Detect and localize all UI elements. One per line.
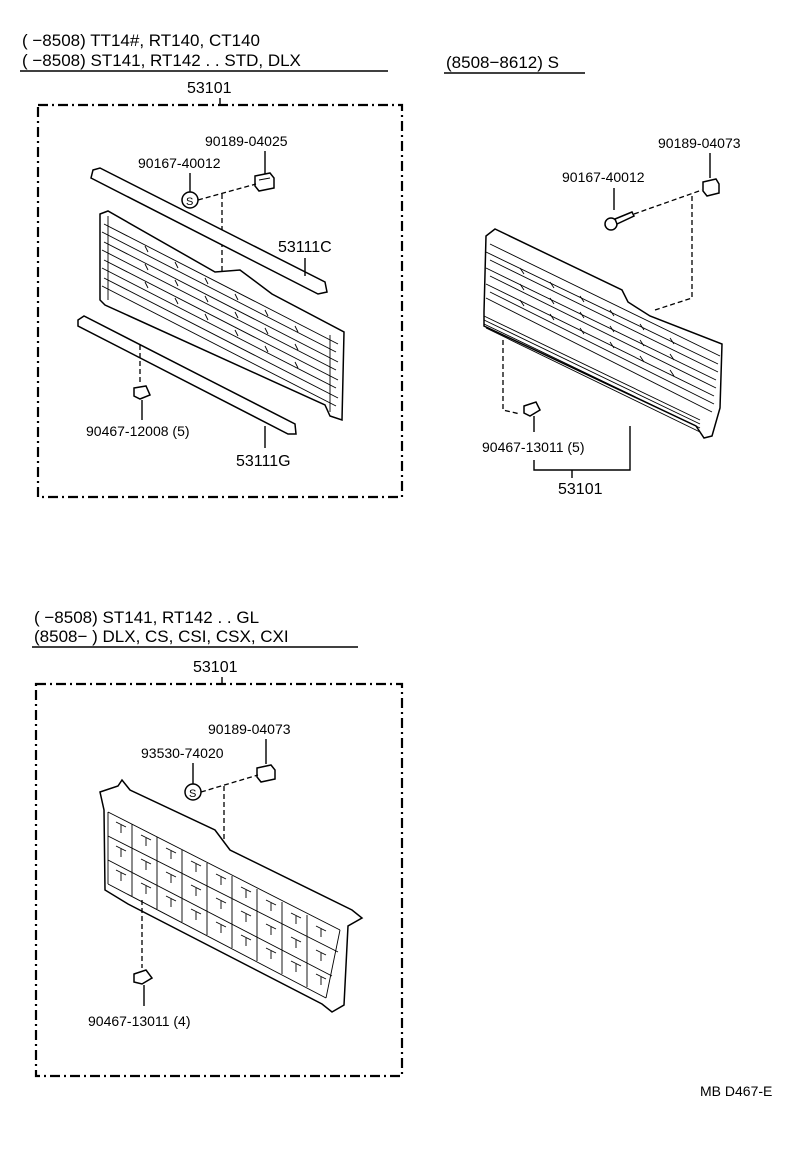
tr-nut-label: 90467-13011 (5) xyxy=(482,439,584,455)
tl-assembly-box xyxy=(36,103,404,499)
bottom-header-line-2: (8508− ) DLX, CS, CSI, CSX, CXI xyxy=(34,627,289,646)
b-nut-label: 90467-13011 (4) xyxy=(88,1013,190,1029)
tl-nut-icon xyxy=(133,385,152,400)
tl-screw-mark: S xyxy=(186,196,193,208)
header-line-1: ( −8508) TT14#, RT140, CT140 xyxy=(22,31,260,50)
tl-grille-studs xyxy=(144,245,299,369)
header-right: (8508−8612) S xyxy=(446,53,559,72)
b-clip-label: 90189-04073 xyxy=(208,721,291,737)
tr-clip-axis xyxy=(654,196,693,311)
tl-nut-label: 90467-12008 (5) xyxy=(86,423,190,439)
tl-screw-icon: S xyxy=(181,191,199,209)
bottom-header: ( −8508) ST141, RT142 . . GL (8508− ) DL… xyxy=(32,608,358,648)
tl-clip-icon xyxy=(254,172,275,192)
tr-screw-to-clip xyxy=(633,189,703,215)
tr-assembly-bracket xyxy=(533,426,631,471)
tl-upper-molding-label: 53111C xyxy=(278,239,332,256)
b-clip-icon xyxy=(256,764,276,783)
bottom-header-line-1: ( −8508) ST141, RT142 . . GL xyxy=(34,608,259,627)
tl-screw-to-clip xyxy=(197,183,257,201)
top-left-group: 53101 90189-04025 90167-40012 S 53111C xyxy=(36,80,404,499)
b-grille-mesh xyxy=(107,824,339,987)
tr-clip-icon xyxy=(702,178,720,197)
b-grille xyxy=(99,778,364,1013)
tl-upper-molding xyxy=(90,167,328,295)
bottom-group: 53101 90189-04073 93530-74020 S xyxy=(34,659,404,1078)
tr-clip-label: 90189-04073 xyxy=(658,135,741,151)
tl-screw-label: 90167-40012 xyxy=(138,155,221,171)
tl-grille xyxy=(99,210,345,422)
tl-lower-molding xyxy=(77,315,297,435)
tr-screw-icon xyxy=(604,211,636,231)
b-screw-icon: S xyxy=(184,783,202,801)
top-left-header: ( −8508) TT14#, RT140, CT140 ( −8508) ST… xyxy=(20,31,388,72)
b-nut-icon xyxy=(133,969,154,985)
b-screw-mark: S xyxy=(189,788,196,800)
tr-grille-studs xyxy=(519,267,675,377)
b-grille-cell-marks xyxy=(115,821,327,985)
header-line-2: ( −8508) ST141, RT142 . . STD, DLX xyxy=(22,51,301,70)
b-screw-label: 93530-74020 xyxy=(141,745,224,761)
tr-nut-axis xyxy=(502,340,521,415)
tr-screw-label: 90167-40012 xyxy=(562,169,645,185)
top-right-group: 90189-04073 90167-40012 xyxy=(482,135,741,498)
top-right-header: (8508−8612) S xyxy=(444,53,585,74)
tr-assembly-label: 53101 xyxy=(558,481,603,498)
tr-nut-icon xyxy=(523,401,541,417)
b-assembly-box xyxy=(34,682,404,1078)
b-assembly-label: 53101 xyxy=(193,659,238,676)
tr-grille xyxy=(483,228,723,439)
b-screw-to-clip xyxy=(200,774,259,793)
diagram-reference: MB D467-E xyxy=(700,1083,772,1099)
tl-lower-molding-label: 53111G xyxy=(236,453,291,470)
tl-clip-label: 90189-04025 xyxy=(205,133,288,149)
tl-assembly-label: 53101 xyxy=(187,80,232,97)
